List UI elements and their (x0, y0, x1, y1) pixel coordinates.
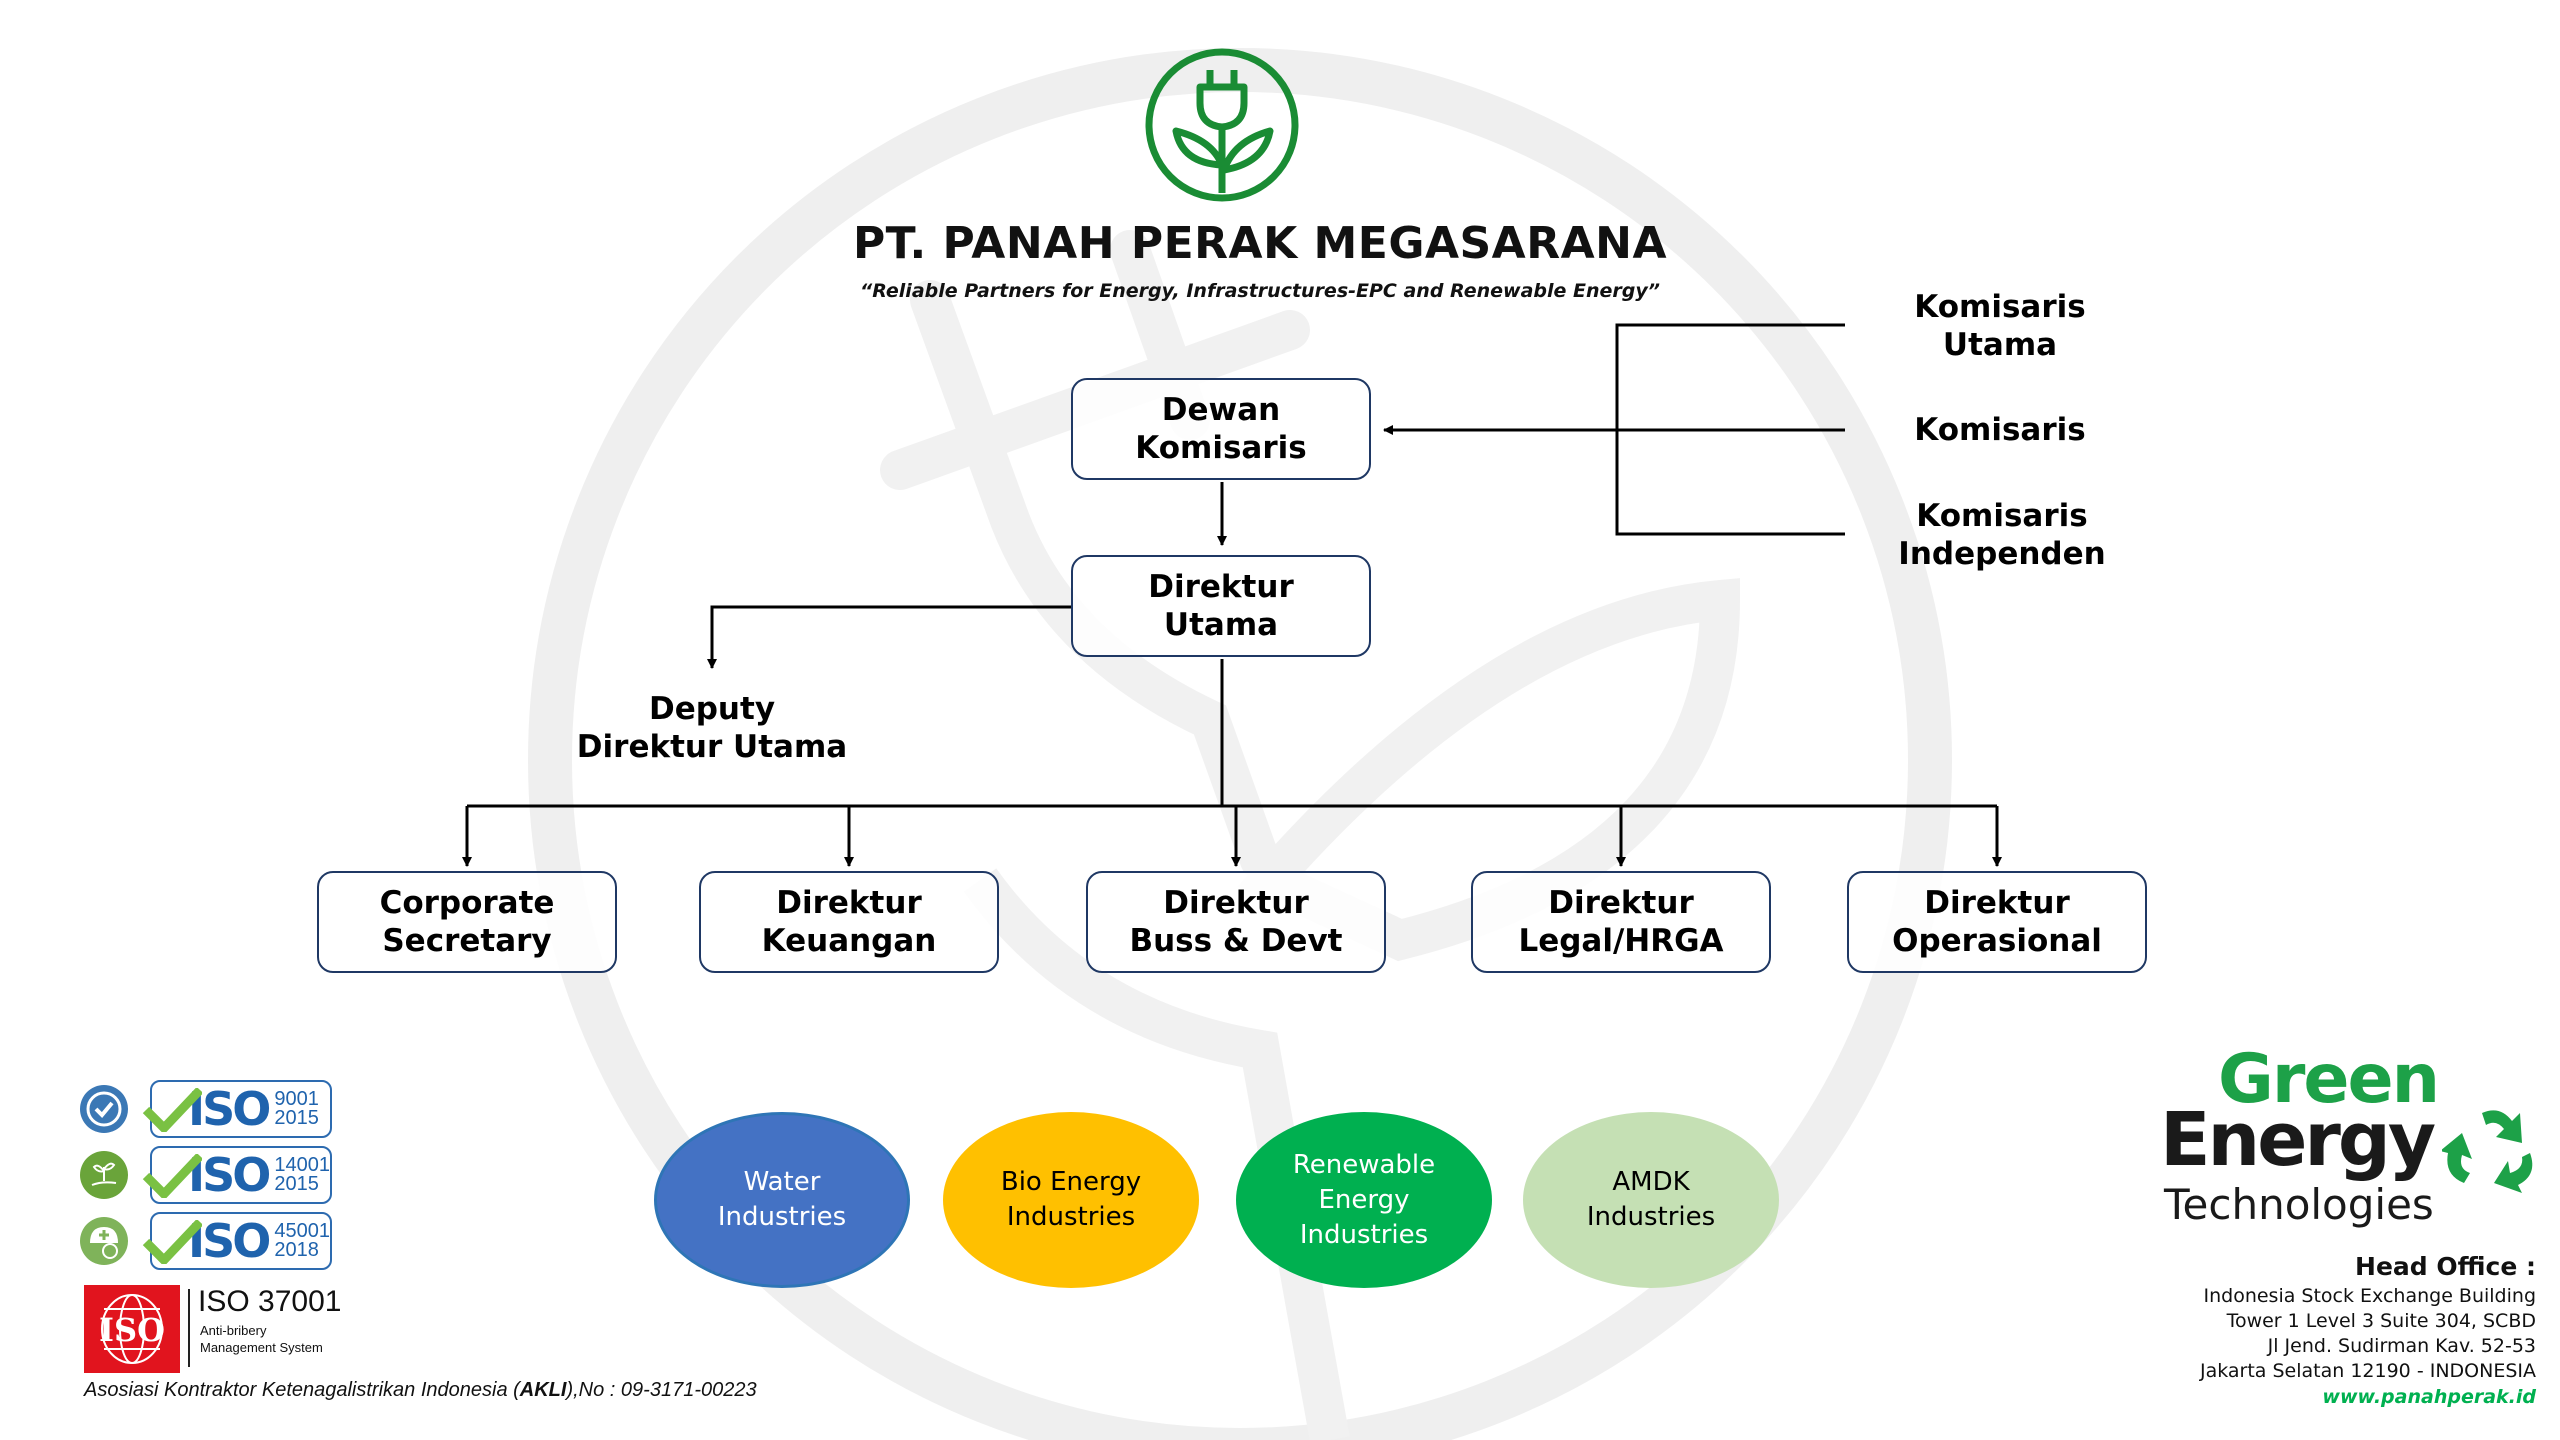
box-line: Direktur (776, 885, 922, 921)
label-line: Utama (1942, 327, 2058, 363)
deputy-direktur-utama-label[interactable]: Deputy Direktur Utama (577, 690, 847, 766)
ellipse-line: Renewable (1292, 1149, 1436, 1180)
green-check-icon (142, 1154, 202, 1198)
iso-standard: 14001 (274, 1154, 330, 1176)
iso-year: 2015 (274, 1107, 319, 1129)
komisaris-utama-label[interactable]: Komisaris Utama (1914, 288, 2085, 364)
iso-standard: 45001 (274, 1220, 330, 1242)
iso-37001-sub2: Management System (200, 1340, 323, 1355)
iso-year: 2018 (274, 1239, 319, 1261)
iso-37001-title: ISO 37001 (198, 1285, 342, 1318)
address-line: Jl Jend. Sudirman Kav. 52-53 (2267, 1335, 2536, 1357)
box-line: Direktur (1163, 885, 1309, 921)
bio-energy-industries-ellipse[interactable]: Bio Energy Industries (943, 1112, 1199, 1288)
label-line: Independen (1898, 536, 2106, 572)
direktur-buss-devt-box[interactable]: Direktur Buss & Devt (1086, 871, 1386, 973)
company-name: PT. PANAH PERAK MEGASARANA (852, 218, 1668, 269)
ellipse-line: Water (743, 1167, 821, 1197)
label-line: Komisaris (1914, 412, 2086, 448)
akli-suffix: ),No : 09-3171-00223 (566, 1379, 757, 1401)
ellipse-line: Industries (1586, 1202, 1716, 1232)
ellipse-line: Energy (1318, 1184, 1410, 1215)
akli-registration: Asosiasi Kontraktor Ketenagalistrikan In… (84, 1379, 757, 1402)
deputy-arrow (707, 605, 1071, 669)
iso-word: ISO (188, 1082, 271, 1136)
box-line: Legal/HRGA (1518, 923, 1724, 959)
label-line: Deputy (648, 691, 776, 727)
divider (188, 1289, 190, 1367)
address-line: Tower 1 Level 3 Suite 304, SCBD (2226, 1310, 2536, 1332)
box-line: Komisaris (1135, 430, 1307, 466)
address-line: Indonesia Stock Exchange Building (2203, 1285, 2537, 1307)
ellipse-line: AMDK (1612, 1167, 1690, 1197)
green-check-icon (142, 1220, 202, 1264)
address-line: Jakarta Selatan 12190 - INDONESIA (2199, 1360, 2536, 1382)
iso-37001-sub1: Anti-bribery (200, 1323, 267, 1338)
komisaris-label[interactable]: Komisaris (1914, 411, 2085, 449)
ellipse-line: Industries (717, 1202, 847, 1232)
box-line: Corporate (379, 885, 555, 921)
dewan-komisaris-box[interactable]: Dewan Komisaris (1071, 378, 1371, 480)
recycle-icon (2442, 1110, 2533, 1193)
box-line: Utama (1163, 607, 1279, 643)
corporate-secretary-box[interactable]: Corporate Secretary (317, 871, 617, 973)
direktur-legal-hrga-box[interactable]: Direktur Legal/HRGA (1471, 871, 1771, 973)
safety-helmet-icon (80, 1217, 128, 1265)
label-line: Komisaris (1914, 289, 2086, 325)
komisaris-independen-label[interactable]: Komisaris Independen (1898, 497, 2105, 573)
plug-plant-icon (1145, 48, 1299, 202)
ellipse-line: Bio Energy (1000, 1167, 1142, 1197)
renewable-energy-industries-ellipse[interactable]: Renewable Energy Industries (1236, 1112, 1492, 1288)
box-line: Buss & Devt (1129, 923, 1343, 959)
box-line: Secretary (382, 923, 552, 959)
box-line: Keuangan (761, 923, 937, 959)
box-line: Direktur (1548, 885, 1694, 921)
company-tagline: “Reliable Partners for Energy, Infrastru… (859, 280, 1660, 302)
green-check-icon (142, 1088, 202, 1132)
label-line: Komisaris (1916, 498, 2088, 534)
akli-abbrev: AKLI (519, 1379, 567, 1401)
label-line: Direktur Utama (576, 729, 848, 765)
iso-globe-logo-icon: ISO (84, 1285, 180, 1373)
akli-prefix: Asosiasi Kontraktor Ketenagalistrikan In… (84, 1379, 520, 1401)
commissioner-bracket (1383, 323, 1845, 536)
box-line: Operasional (1892, 923, 2102, 959)
box-line: Direktur (1924, 885, 2070, 921)
head-office-block: Head Office : Indonesia Stock Exchange B… (2200, 1250, 2536, 1410)
website-link[interactable]: www.panahperak.id (2322, 1386, 2536, 1408)
direktur-utama-box[interactable]: Direktur Utama (1071, 555, 1371, 657)
box-line: Dewan (1161, 392, 1281, 428)
head-office-title: Head Office : (2355, 1252, 2536, 1281)
water-industries-ellipse[interactable]: Water Industries (654, 1112, 910, 1288)
green-energy-line3: Technologies (2164, 1180, 2434, 1229)
ellipse-line: Industries (1006, 1202, 1136, 1232)
plant-hand-icon (80, 1151, 128, 1199)
iso-year: 2015 (274, 1173, 319, 1195)
amdk-industries-ellipse[interactable]: AMDK Industries (1523, 1112, 1779, 1288)
iso-word: ISO (188, 1214, 271, 1268)
ellipse-line: Industries (1299, 1219, 1429, 1250)
svg-text:ISO: ISO (99, 1311, 165, 1349)
direktur-operasional-box[interactable]: Direktur Operasional (1847, 871, 2147, 973)
direktur-keuangan-box[interactable]: Direktur Keuangan (699, 871, 999, 973)
badge-check-icon (80, 1085, 128, 1133)
iso-word: ISO (188, 1148, 271, 1202)
box-line: Direktur (1148, 569, 1294, 605)
green-energy-line1: Green (2218, 1040, 2440, 1119)
iso-standard: 9001 (274, 1088, 319, 1110)
green-energy-line2: Energy (2160, 1097, 2436, 1183)
